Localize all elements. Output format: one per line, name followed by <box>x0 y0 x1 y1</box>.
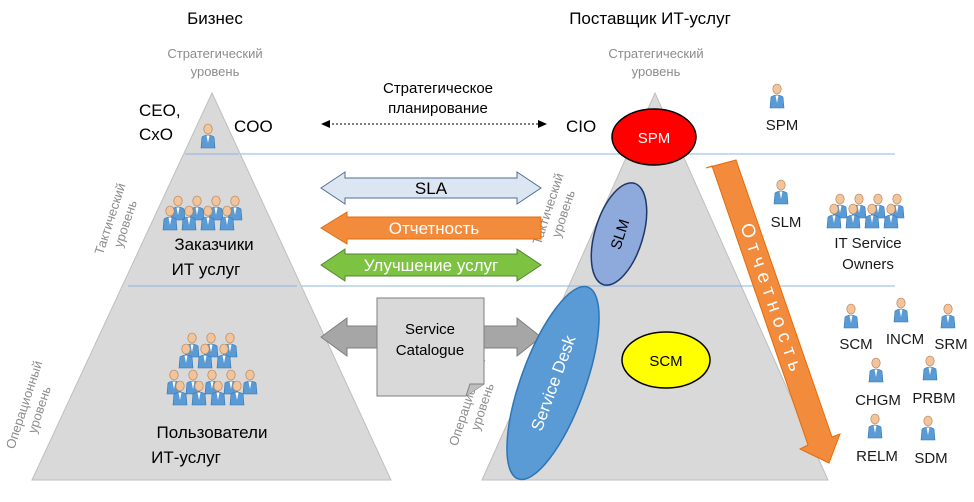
provider-title: Поставщик ИТ-услуг <box>569 9 731 28</box>
reporting-arrow <box>320 211 542 245</box>
scm-role-label: SCM <box>839 336 872 353</box>
level-strategic-right-2: уровень <box>632 64 681 79</box>
relm-role-icon <box>867 413 883 439</box>
customers-label-1: Заказчики <box>174 235 253 254</box>
strategic-planning-label-1: Стратегическое <box>383 80 493 97</box>
scm-label: SCM <box>649 353 682 370</box>
spm-label: SPM <box>638 130 671 147</box>
ceo-label-1: CEO, <box>139 101 181 120</box>
scm-role-icon <box>843 303 859 329</box>
spm-role-label: SPM <box>766 117 799 134</box>
srm-role-icon <box>940 303 956 329</box>
sdm-role-icon <box>920 415 936 441</box>
business-title: Бизнес <box>187 9 243 28</box>
spm-ellipse <box>611 108 697 166</box>
it-service-owners-label-1: IT Service <box>834 235 901 252</box>
level-strategic-left-1: Стратегический <box>167 46 262 61</box>
users-label-2: ИТ-услуг <box>151 448 221 467</box>
improvement-label: Улучшение услуг <box>364 256 499 275</box>
level-strategic-left-2: уровень <box>191 64 240 79</box>
slm-role-icon <box>773 179 789 205</box>
reporting-label: Отчетность <box>389 219 480 238</box>
incm-role-icon <box>893 297 909 323</box>
spm-role-icon <box>769 83 785 109</box>
sdm-role-label: SDM <box>914 450 947 467</box>
relm-role-label: RELM <box>856 448 898 465</box>
srm-role-label: SRM <box>934 336 967 353</box>
vertical-reporting-arrow <box>705 159 841 464</box>
ceo-label-2: CxO <box>139 125 173 144</box>
it-service-owners-label-2: Owners <box>842 256 894 273</box>
prbm-role-label: PRBM <box>912 390 955 407</box>
customers-label-2: ИТ услуг <box>172 260 241 279</box>
incm-role-label: INCM <box>886 331 924 348</box>
users-label-1: Пользователи <box>157 423 268 442</box>
catalogue-label-1: Service <box>405 321 455 338</box>
catalogue-label-2: Catalogue <box>396 342 464 359</box>
strategic-planning-label-2: планирование <box>388 100 488 117</box>
level-strategic-right-1: Стратегический <box>608 46 703 61</box>
coo-label: COO <box>234 117 273 136</box>
sla-arrow <box>320 171 542 205</box>
service-catalogue-document <box>376 297 485 397</box>
chgm-role-icon <box>868 357 884 383</box>
sla-label: SLA <box>415 179 448 198</box>
chgm-role-label: CHGM <box>855 392 901 409</box>
improvement-arrow <box>320 248 542 282</box>
slm-role-label: SLM <box>771 214 802 231</box>
prbm-role-icon <box>922 355 938 381</box>
cio-label: CIO <box>566 117 596 136</box>
scm-ellipse <box>621 331 711 389</box>
slm-ellipse <box>590 182 648 286</box>
service-desk-ellipse <box>506 285 600 481</box>
it-service-owners-icon <box>826 193 905 229</box>
